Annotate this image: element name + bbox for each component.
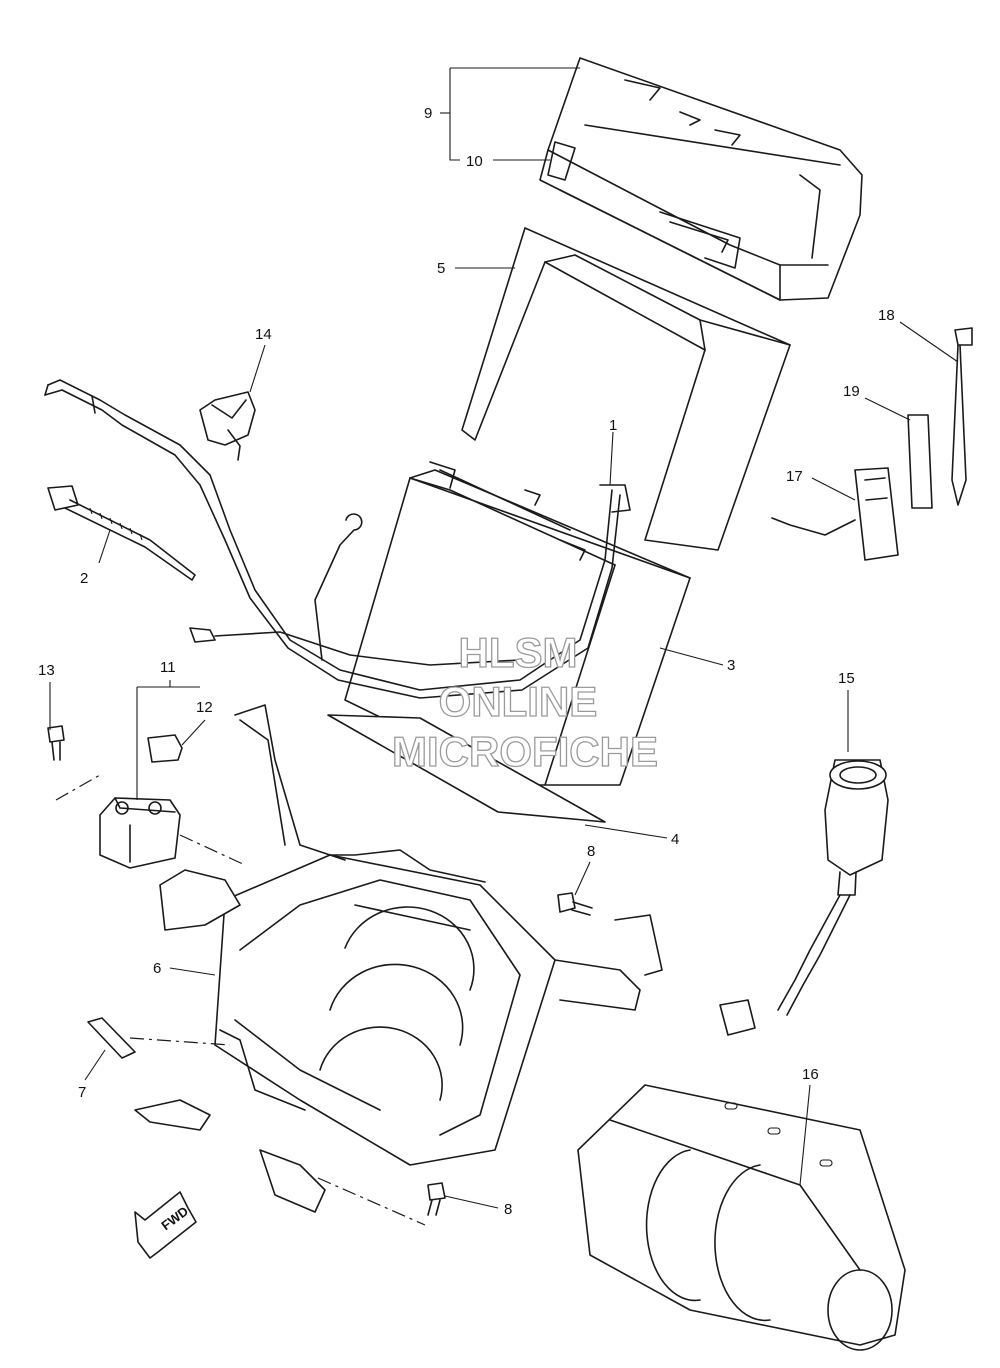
cable-clip <box>199 391 256 461</box>
callout-1: 1 <box>609 417 617 434</box>
watermark-line-1: HLSM <box>459 629 578 676</box>
callout-5: 5 <box>437 260 445 277</box>
watermark-line-2: ONLINE <box>439 678 598 725</box>
rubber-band <box>87 1017 136 1059</box>
callout-labels: 1 2 3 4 5 6 7 8 8 9 10 11 12 13 14 15 16… <box>38 105 895 1218</box>
battery <box>344 461 691 786</box>
bolt-8-lower <box>427 1182 446 1216</box>
battery-sheet <box>327 714 606 823</box>
tape-19 <box>907 414 933 509</box>
protector-cover <box>577 1084 906 1351</box>
callout-17: 17 <box>786 468 803 485</box>
battery-cables <box>44 379 631 699</box>
callout-19: 19 <box>843 383 860 400</box>
cable-tie-18 <box>951 327 973 506</box>
callout-3: 3 <box>727 657 735 674</box>
watermark: HLSM ONLINE MICROFICHE <box>391 628 658 775</box>
callout-15: 15 <box>838 670 855 687</box>
callout-6: 6 <box>153 960 161 977</box>
battery-bracket <box>134 704 663 1213</box>
callout-16: 16 <box>802 1066 819 1083</box>
forward-arrow-icon: FWD <box>134 1191 197 1259</box>
callout-9: 9 <box>424 105 432 122</box>
callout-13: 13 <box>38 662 55 679</box>
leader-lines <box>49 67 959 1209</box>
callout-18: 18 <box>878 307 895 324</box>
callout-8-upper: 8 <box>587 843 595 860</box>
callout-11: 11 <box>160 659 176 676</box>
battery-cover <box>539 57 863 301</box>
battery-pad <box>461 227 791 551</box>
callout-14: 14 <box>255 326 272 343</box>
bolt-8-upper <box>557 892 593 916</box>
watermark-line-3: MICROFICHE <box>392 728 658 775</box>
cable-tie-2 <box>47 485 196 581</box>
callout-2: 2 <box>80 570 88 587</box>
starter-relay <box>99 797 181 869</box>
accessory-socket <box>719 759 889 1036</box>
fuse <box>147 734 183 763</box>
callout-8-lower: 8 <box>504 1201 512 1218</box>
callout-7: 7 <box>78 1084 86 1101</box>
callout-12: 12 <box>196 699 213 716</box>
switch-17 <box>771 467 899 561</box>
callout-10: 10 <box>466 153 483 170</box>
callout-4: 4 <box>671 831 679 848</box>
bolt-13 <box>47 725 65 761</box>
